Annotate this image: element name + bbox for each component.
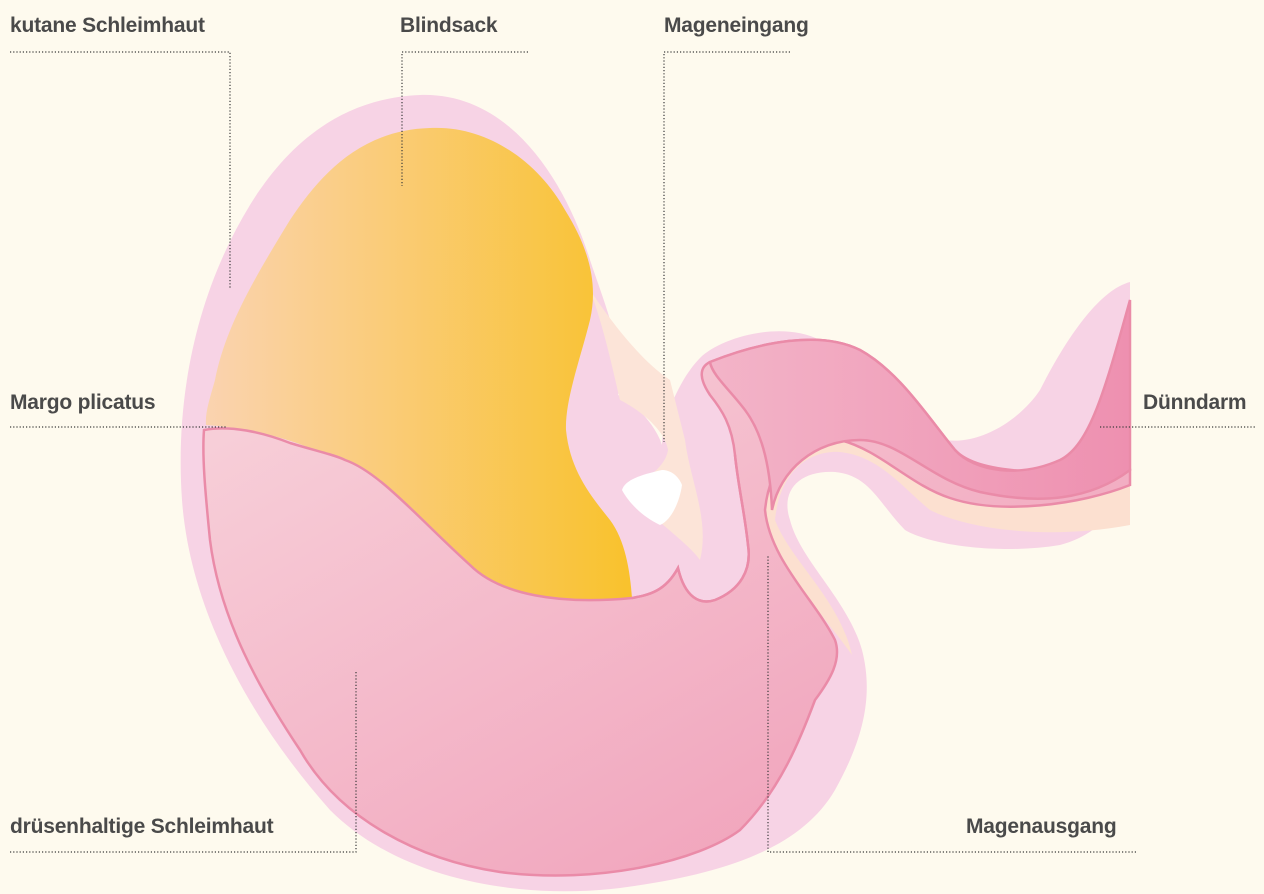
label-kutane-schleimhaut: kutane Schleimhaut: [10, 14, 205, 38]
label-magenausgang: Magenausgang: [966, 815, 1116, 839]
leader-kutane-schleimhaut: [10, 52, 230, 288]
label-duenndarm: Dünndarm: [1143, 391, 1246, 415]
label-druesenhaltige-schleimhaut: drüsenhaltige Schleimhaut: [10, 815, 273, 839]
label-blindsack: Blindsack: [400, 14, 497, 38]
label-margo-plicatus: Margo plicatus: [10, 391, 155, 415]
label-mageneingang: Mageneingang: [664, 14, 809, 38]
